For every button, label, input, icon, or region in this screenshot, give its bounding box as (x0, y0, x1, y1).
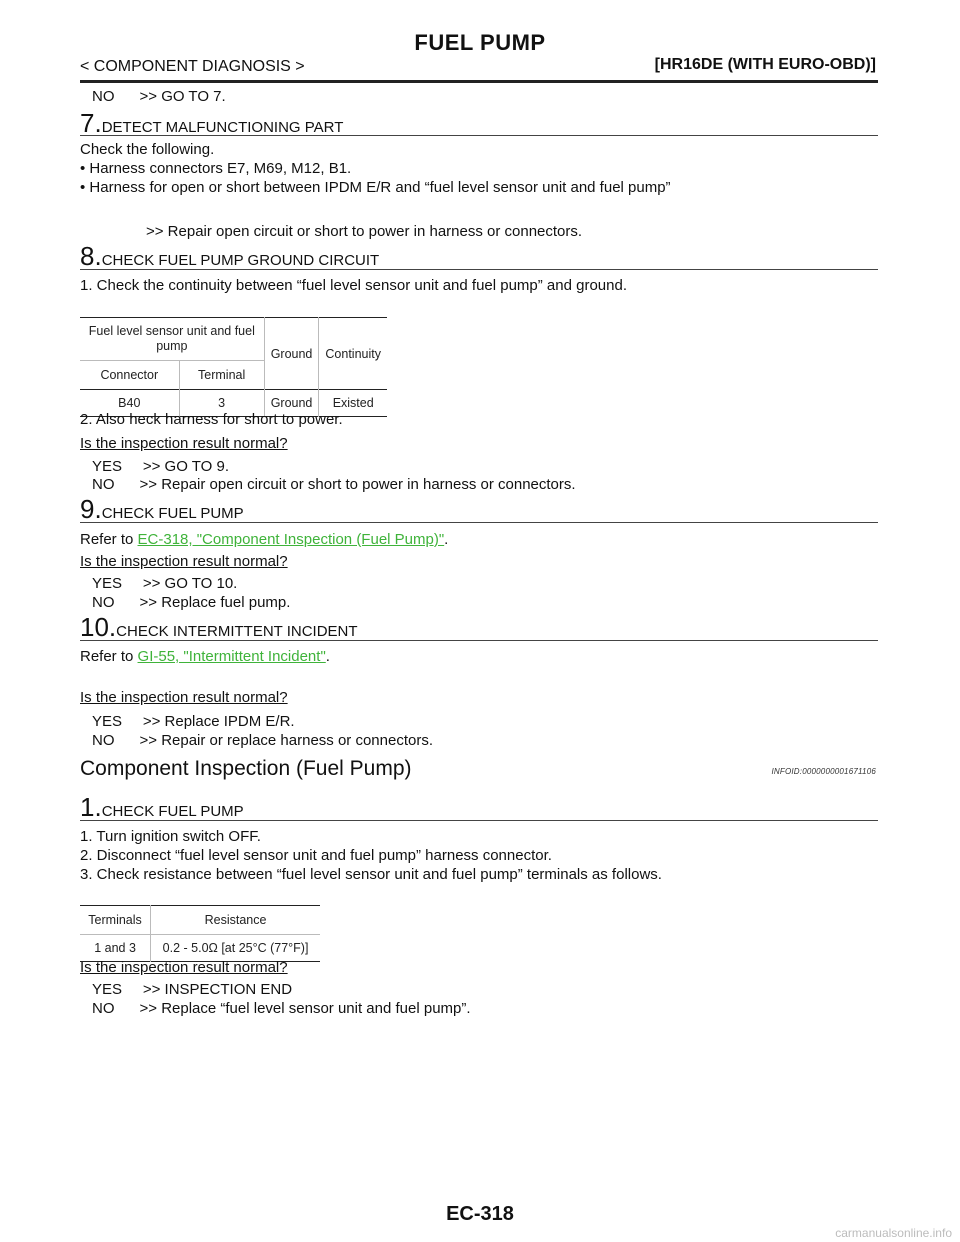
table-cell-connector: B40 (80, 389, 180, 417)
step1-question: Is the inspection result normal? (80, 959, 288, 976)
link-intermittent-incident[interactable]: GI-55, "Intermittent Incident" (137, 648, 326, 665)
step8-no: NO >> Repair open circuit or short to po… (92, 476, 576, 493)
step7-text-3: • Harness for open or short between IPDM… (80, 179, 671, 196)
header-section-label: < COMPONENT DIAGNOSIS > (80, 58, 305, 75)
continuity-table: Fuel level sensor unit and fuel pump Gro… (80, 317, 387, 417)
link-component-inspection[interactable]: EC-318, "Component Inspection (Fuel Pump… (137, 531, 445, 548)
step9-no: NO >> Replace fuel pump. (92, 594, 291, 611)
table-cell-continuity: Existed (332, 396, 374, 410)
step1-no: NO >> Replace “fuel level sensor unit an… (92, 1000, 471, 1017)
step10-refer-suffix: . (325, 648, 330, 665)
table-cell-terminal: 3 (179, 389, 265, 417)
table-cell-terminals: 1 and 3 (80, 934, 152, 962)
step1-text-2: 2. Disconnect “fuel level sensor unit an… (80, 847, 552, 864)
resistance-table: Terminals Resistance 1 and 3 0.2 - 5.0Ω … (80, 905, 320, 962)
step10-refer-prefix: Refer to (80, 648, 138, 665)
table-header-terminal: Terminal (179, 360, 265, 390)
step10-title: CHECK INTERMITTENT INCIDENT (116, 623, 358, 640)
step9-refer-suffix: . (444, 531, 449, 548)
table-header-resistance: Resistance (204, 913, 267, 927)
step7-heading: 7.DETECT MALFUNCTIONING PART (80, 110, 343, 136)
step9-yes: YES >> GO TO 10. (92, 575, 238, 592)
step9-number: 9. (80, 494, 102, 524)
step9-refer-prefix: Refer to (80, 531, 138, 548)
step1-heading: 1.CHECK FUEL PUMP (80, 794, 244, 820)
step1-number: 1. (80, 792, 102, 822)
header-engine-label: [HR16DE (WITH EURO-OBD)] (654, 56, 876, 73)
step7-title: DETECT MALFUNCTIONING PART (101, 119, 344, 136)
page-title: FUEL PUMP (414, 30, 546, 55)
step9-title: CHECK FUEL PUMP (101, 505, 244, 522)
step9-rule (80, 522, 878, 523)
table-cell-ground: Ground (264, 389, 320, 417)
info-id: INFOID:0000000001671106 (771, 767, 876, 776)
step8-text-2: 2. Also heck harness for short to power. (80, 411, 343, 428)
header-divider (80, 80, 878, 83)
step10-refer: Refer to GI-55, "Intermittent Incident". (80, 647, 330, 666)
step1-title: CHECK FUEL PUMP (101, 803, 244, 820)
step8-heading: 8.CHECK FUEL PUMP GROUND CIRCUIT (80, 243, 379, 269)
step7-result: >> Repair open circuit or short to power… (146, 223, 583, 240)
step10-question: Is the inspection result normal? (80, 689, 288, 706)
table-header-ground: Ground (264, 317, 320, 390)
page-number: EC-318 (446, 1203, 514, 1225)
table-row: 1 and 3 0.2 - 5.0Ω [at 25°C (77°F)] (80, 934, 320, 962)
step7-rule (80, 135, 878, 136)
step8-rule (80, 269, 878, 270)
table-cell-resistance: 0.2 - 5.0Ω [at 25°C (77°F)] (162, 941, 309, 955)
step10-heading: 10.CHECK INTERMITTENT INCIDENT (80, 614, 358, 640)
step10-no: NO >> Repair or replace harness or conne… (92, 732, 433, 749)
step10-number: 10. (80, 612, 117, 642)
step10-yes: YES >> Replace IPDM E/R. (92, 713, 295, 730)
step1-yes: YES >> INSPECTION END (92, 981, 293, 998)
step8-question: Is the inspection result normal? (80, 435, 288, 452)
table-header-terminals: Terminals (80, 905, 152, 935)
step1-text-1: 1. Turn ignition switch OFF. (80, 828, 261, 845)
step10-rule (80, 640, 878, 641)
component-inspection-title: Component Inspection (Fuel Pump) (80, 757, 412, 780)
step7-number: 7. (80, 108, 102, 138)
step8-number: 8. (80, 241, 102, 271)
step6-no-result: NO >> GO TO 7. (92, 88, 226, 105)
step9-question: Is the inspection result normal? (80, 553, 288, 570)
watermark: carmanualsonline.info (835, 1226, 952, 1240)
step1-text-3: 3. Check resistance between “fuel level … (80, 866, 662, 883)
step7-text-1: Check the following. (80, 141, 215, 158)
table-header-connector: Connector (80, 360, 180, 390)
table-header-group: Fuel level sensor unit and fuel pump (80, 317, 265, 361)
step8-text-1: 1. Check the continuity between “fuel le… (80, 277, 628, 294)
step9-refer: Refer to EC-318, "Component Inspection (… (80, 530, 448, 549)
step1-rule (80, 820, 878, 821)
step7-text-2: • Harness connectors E7, M69, M12, B1. (80, 160, 352, 177)
table-header-continuity: Continuity (325, 346, 381, 361)
step8-yes: YES >> GO TO 9. (92, 458, 230, 475)
table-row: B40 3 Ground Existed (80, 389, 387, 417)
step9-heading: 9.CHECK FUEL PUMP (80, 496, 244, 522)
step8-title: CHECK FUEL PUMP GROUND CIRCUIT (101, 252, 380, 269)
